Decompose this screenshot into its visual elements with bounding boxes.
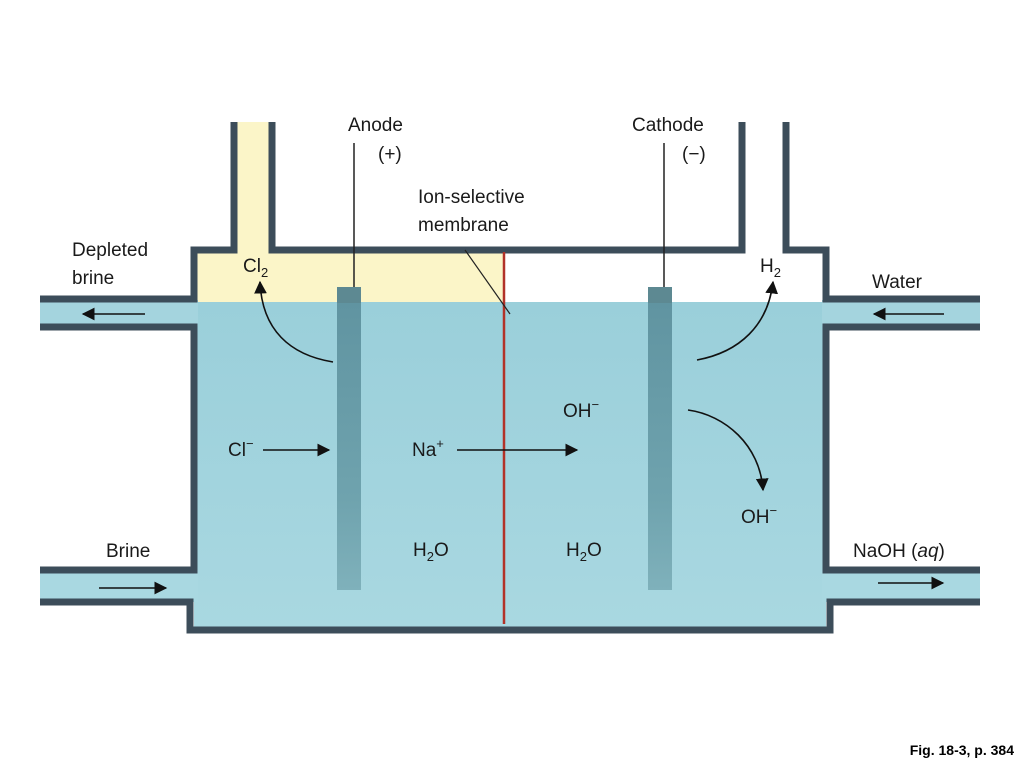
hydroxide-formation-arrow — [687, 409, 769, 492]
hydroxide-ion-label-right: OH− — [741, 503, 777, 528]
solution-region — [194, 302, 826, 629]
cathode-cap — [648, 287, 672, 303]
depleted-brine-pipe — [40, 300, 198, 326]
water-molecule-label-left: H2O — [413, 540, 449, 564]
cathode-label: Cathode — [632, 115, 704, 136]
chlorine-gas-label: Cl2 — [243, 256, 268, 280]
hydrogen-release-arrow — [696, 280, 779, 361]
sodium-ion-label: Na+ — [412, 436, 444, 461]
anode-sign: (+) — [378, 144, 402, 165]
cathode-electrode — [648, 287, 672, 590]
membrane-label-line1: Ion-selective — [418, 187, 525, 208]
figure-caption: Fig. 18-3, p. 384 — [909, 742, 1014, 758]
anode-cap — [337, 287, 361, 303]
naoh-pipe — [822, 570, 980, 602]
chlorine-release-arrow — [254, 280, 334, 363]
brine-pipe — [40, 570, 198, 602]
membrane-leader-line — [464, 249, 511, 315]
chloride-ion-label: Cl− — [228, 436, 254, 461]
naoh-formula: NaOH — [853, 541, 906, 562]
water-pipe — [822, 300, 980, 326]
water-label: Water — [872, 272, 923, 293]
hydroxide-ion-label-center: OH− — [563, 397, 599, 422]
anode-label: Anode — [348, 115, 403, 136]
water-molecule-label-right: H2O — [566, 540, 602, 564]
naoh-label: NaOH (aq) — [853, 541, 945, 562]
cathode-sign: (−) — [682, 144, 706, 165]
chlorine-gas-region — [196, 122, 504, 302]
brine-label: Brine — [106, 541, 150, 562]
naoh-state: aq — [917, 541, 939, 562]
depleted-brine-label-line1: Depleted — [72, 240, 148, 261]
cell-walls — [40, 122, 980, 634]
anode-electrode — [337, 287, 361, 590]
depleted-brine-label-line2: brine — [72, 268, 114, 289]
hydrogen-gas-label: H2 — [760, 256, 781, 280]
membrane-label-line2: membrane — [418, 215, 509, 236]
